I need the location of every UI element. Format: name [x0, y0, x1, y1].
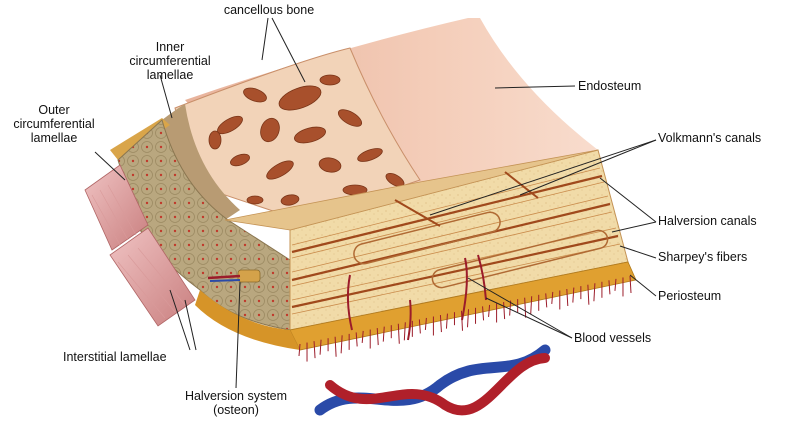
sharpeys-fiber — [424, 317, 427, 330]
inner-lamellae-band — [162, 104, 240, 220]
sharpeys-fiber — [545, 293, 548, 308]
label-outer-line3: lamellae — [30, 131, 78, 145]
sharpeys-fiber — [376, 328, 379, 346]
label-periosteum: Periosteum — [658, 289, 722, 303]
osteon-plug — [237, 269, 261, 283]
label-volkmanns-canals: Volkmann's canals — [658, 131, 762, 145]
leader-lines — [94, 17, 657, 389]
sharpeys-fiber — [397, 323, 400, 344]
sharpeys-fiber — [298, 343, 301, 357]
sharpeys-fiber — [361, 330, 364, 344]
sharpeys-fiber — [403, 322, 406, 341]
sharpeys-fiber — [509, 300, 512, 316]
label-outer-circumferential-lamellae: Outer circumferential lamellae — [4, 103, 104, 145]
label-halversion-system-line2: (osteon) — [213, 403, 259, 417]
compact-bone-top — [224, 149, 599, 231]
sharpeys-fibers — [298, 275, 632, 362]
sharpeys-fiber — [530, 296, 533, 315]
sharpeys-fiber — [488, 304, 491, 317]
label-outer-line1: Outer — [38, 103, 70, 117]
sharpeys-fiber — [460, 310, 463, 331]
label-inner-circumferential-lamellae: Inner circumferential lamellae — [120, 40, 220, 82]
sharpeys-fiber — [572, 287, 575, 303]
periosteum-left — [195, 290, 300, 350]
label-outer-line2: circumferential — [13, 117, 95, 131]
sharpeys-fiber — [566, 288, 569, 307]
sharpeys-fiber — [355, 332, 358, 347]
sharpeys-fiber — [334, 336, 337, 357]
sharpeys-fiber — [340, 335, 343, 354]
sharpeys-fiber — [551, 291, 554, 304]
label-inner-line1: Inner — [155, 40, 185, 54]
sharpeys-fiber — [445, 313, 448, 329]
label-inner-line2: circumferential — [129, 54, 211, 68]
sharpeys-fiber — [467, 309, 470, 328]
label-halversion-canals: Halversion canals — [658, 214, 757, 228]
cancellous-holes — [208, 74, 405, 206]
sharpeys-fiber — [608, 280, 611, 295]
osteon-oval-upper — [353, 211, 501, 265]
sharpeys-fiber — [593, 283, 596, 302]
label-endosteum: Endosteum — [578, 79, 642, 93]
sharpeys-fiber — [614, 278, 617, 291]
sharpeys-fiber — [629, 275, 632, 294]
label-blood-vessels: Blood vessels — [574, 331, 652, 345]
label-sharpeys-fibers: Sharpey's fibers — [658, 250, 748, 264]
sharpeys-fiber — [524, 297, 527, 318]
osteon-oval-lower — [431, 229, 609, 289]
label-interstitial-lamellae: Interstitial lamellae — [63, 350, 167, 364]
sharpeys-fiber — [503, 302, 506, 320]
label-halversion-system-line1: Halversion system — [184, 389, 288, 403]
label-inner-line3: lamellae — [146, 68, 194, 82]
sharpeys-fiber — [587, 284, 590, 305]
sharpeys-fiber — [313, 341, 316, 359]
vessel-branches — [346, 254, 487, 341]
sharpeys-fiber — [439, 315, 442, 333]
sharpeys-fiber — [482, 306, 485, 321]
sharpeys-fiber — [382, 326, 385, 342]
sharpeys-fiber — [418, 319, 421, 334]
sharpeys-fiber — [319, 339, 322, 355]
artery-vessel — [325, 353, 550, 416]
label-cancellous-bone: cancellous bone — [223, 3, 315, 17]
label-halversion-system: Halversion system (osteon) — [176, 389, 296, 417]
